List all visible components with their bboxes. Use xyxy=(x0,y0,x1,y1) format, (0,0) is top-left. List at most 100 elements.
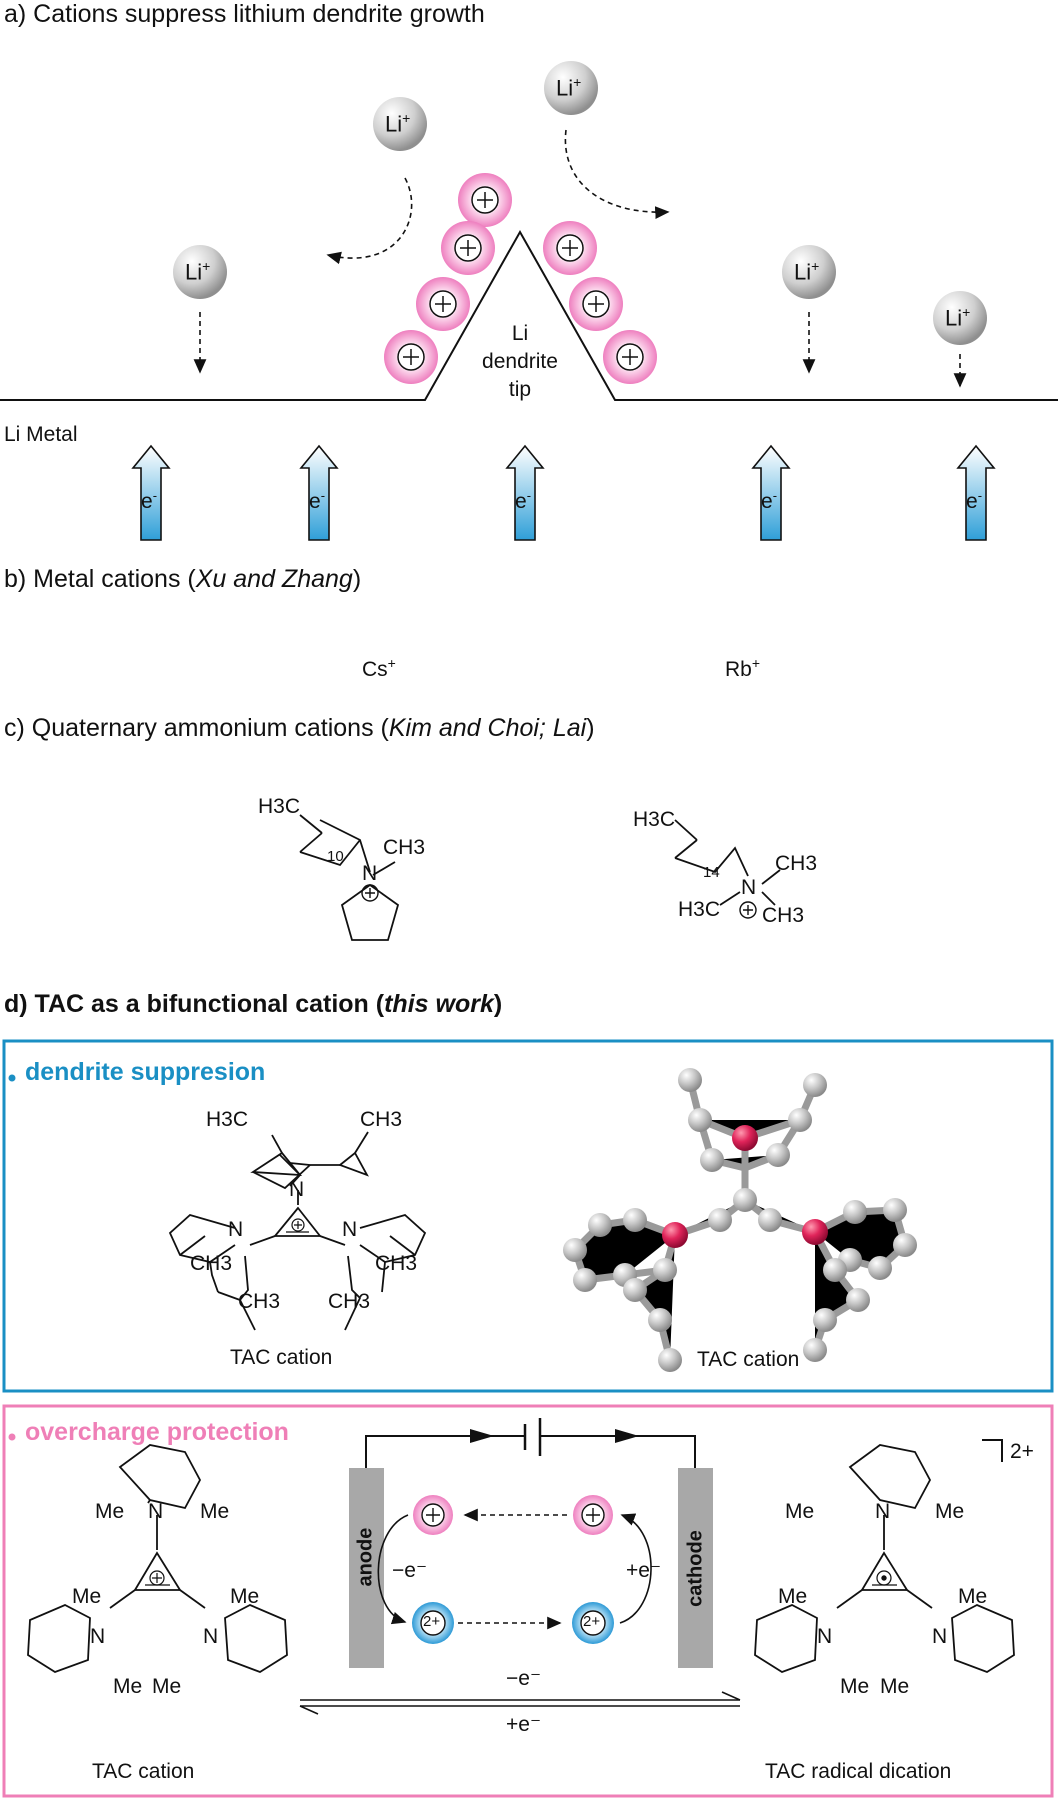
cathode-label: cathode xyxy=(684,1530,707,1607)
tac-ch3-left-1: CH3 xyxy=(190,1252,233,1275)
electron-label-2: e- xyxy=(309,488,326,513)
li-ion-label-1: Li+ xyxy=(385,110,411,137)
equilibrium-bottom-label: +e⁻ xyxy=(506,1713,542,1736)
li-metal-label: Li Metal xyxy=(4,423,78,446)
equilibrium-arrows xyxy=(299,1691,741,1715)
me-label-l4: Me xyxy=(230,1585,260,1608)
tac-n-left: N xyxy=(228,1218,244,1241)
mol2-subscript: 14 xyxy=(703,864,720,881)
bullet-pink xyxy=(8,1433,16,1441)
li-ion-5 xyxy=(933,291,987,345)
reduction-arrow xyxy=(619,1513,652,1624)
dendrite-suppression-box xyxy=(2,1039,1054,1393)
tac-structure-left xyxy=(168,1131,427,1331)
li-ion-label-3: Li+ xyxy=(185,258,211,285)
me-label-r6: Me xyxy=(880,1675,910,1698)
dendrite-tip-label: Li dendrite tip xyxy=(482,322,558,401)
li-ion-arrows xyxy=(193,129,967,388)
dication-label-left: 2+ xyxy=(423,1613,441,1630)
tac-cation-left-structure xyxy=(27,1444,288,1673)
mol2-ch3-a: CH3 xyxy=(775,852,818,875)
mol1-subscript: 10 xyxy=(327,848,344,865)
redox-ions xyxy=(412,1495,614,1644)
electron-label-5: e- xyxy=(966,488,983,513)
cation-2 xyxy=(441,221,495,275)
li-ion-2 xyxy=(544,61,598,115)
li-ion-1 xyxy=(373,97,427,151)
tac-radical-dication-structure xyxy=(754,1444,1015,1673)
me-label-r5: Me xyxy=(840,1675,870,1698)
electron-label-1: e- xyxy=(141,488,158,513)
tac-h3c-label: H3C xyxy=(206,1108,249,1131)
mol2-ch3-b: CH3 xyxy=(762,904,805,927)
oxidation-arrow xyxy=(377,1514,409,1625)
wire-arrow-1 xyxy=(470,1429,494,1443)
electron-arrow-4 xyxy=(751,444,791,541)
tac-cation-caption-right: TAC cation xyxy=(697,1348,800,1371)
li-metal-surface xyxy=(0,229,1058,401)
equilibrium-top-label: −e⁻ xyxy=(506,1667,542,1690)
cation-4 xyxy=(384,330,438,384)
panel-c-title: c) Quaternary ammonium cations (Kim and … xyxy=(4,714,595,742)
tac-n-right: N xyxy=(342,1218,358,1241)
n-label-l2: N xyxy=(90,1625,106,1648)
electron-arrow-1 xyxy=(131,444,171,541)
tac-n-top: N xyxy=(289,1178,305,1201)
minus-e-circuit-label: −e⁻ xyxy=(392,1559,428,1582)
mol2-h3c: H3C xyxy=(633,808,676,831)
dendrite-cations xyxy=(384,173,657,384)
tac-ch3-right-1: CH3 xyxy=(375,1252,418,1275)
mol2-nitrogen: N xyxy=(741,876,757,899)
n-label-r3: N xyxy=(932,1625,948,1648)
wire-arrow-2 xyxy=(615,1429,639,1443)
n-label-l3: N xyxy=(203,1625,219,1648)
me-label-r3: Me xyxy=(778,1585,808,1608)
bracket-charge: 2+ xyxy=(1010,1440,1034,1463)
cation-7 xyxy=(603,330,657,384)
tac-ch3-left-2: CH3 xyxy=(238,1290,281,1313)
tac-radical-dication-caption: TAC radical dication xyxy=(765,1760,952,1783)
li-ion-label-5: Li+ xyxy=(945,304,971,331)
li-ion-label-2: Li+ xyxy=(556,74,582,101)
cation-3 xyxy=(416,277,470,331)
me-label-l5: Me xyxy=(113,1675,143,1698)
me-label-l3: Me xyxy=(72,1585,102,1608)
n-label-l1: N xyxy=(148,1500,164,1523)
electron-arrow-3 xyxy=(505,444,545,541)
n-label-r2: N xyxy=(817,1625,833,1648)
circuit-wires xyxy=(365,1418,696,1468)
nitrogen-atom-2 xyxy=(662,1222,688,1248)
tac-cation-caption-left: TAC cation xyxy=(230,1346,333,1369)
li-ion-3 xyxy=(173,245,227,299)
electron-arrows xyxy=(131,444,996,541)
electron-arrow-5 xyxy=(956,444,996,541)
nitrogen-atom-1 xyxy=(732,1125,758,1151)
me-label-l1: Me xyxy=(95,1500,125,1523)
plus-e-circuit-label: +e⁻ xyxy=(626,1559,662,1582)
tac-cation-caption-bottom: TAC cation xyxy=(92,1760,195,1783)
c18-trimethylammonium xyxy=(674,819,781,919)
c16-pyrrolidinium xyxy=(299,814,400,941)
panel-a-title: a) Cations suppress lithium dendrite gro… xyxy=(4,0,485,28)
cathode-electrode xyxy=(678,1468,713,1668)
me-label-r4: Me xyxy=(958,1585,988,1608)
electron-arrow-2 xyxy=(299,444,339,541)
tac-ch3-label-top: CH3 xyxy=(360,1108,403,1131)
charge-bracket xyxy=(982,1439,1003,1462)
cesium-cation: Cs+ xyxy=(362,655,396,681)
mol1-nitrogen: N xyxy=(362,862,378,885)
overcharge-protection-box xyxy=(2,1404,1054,1798)
tac-ball-and-stick-model xyxy=(563,1068,917,1372)
anode-label: anode xyxy=(354,1527,377,1587)
panel-b-title: b) Metal cations (Xu and Zhang) xyxy=(4,565,362,593)
li-ion-4 xyxy=(782,245,836,299)
rubidium-cation: Rb+ xyxy=(725,655,761,681)
nitrogen-atom-3 xyxy=(802,1219,828,1245)
me-label-r2: Me xyxy=(935,1500,965,1523)
electron-label-3: e- xyxy=(515,488,532,513)
dendrite-suppression-heading: dendrite suppresion xyxy=(25,1058,266,1086)
me-label-r1: Me xyxy=(785,1500,815,1523)
mol1-h3c: H3C xyxy=(258,795,301,818)
li-ion-label-4: Li+ xyxy=(794,258,820,285)
